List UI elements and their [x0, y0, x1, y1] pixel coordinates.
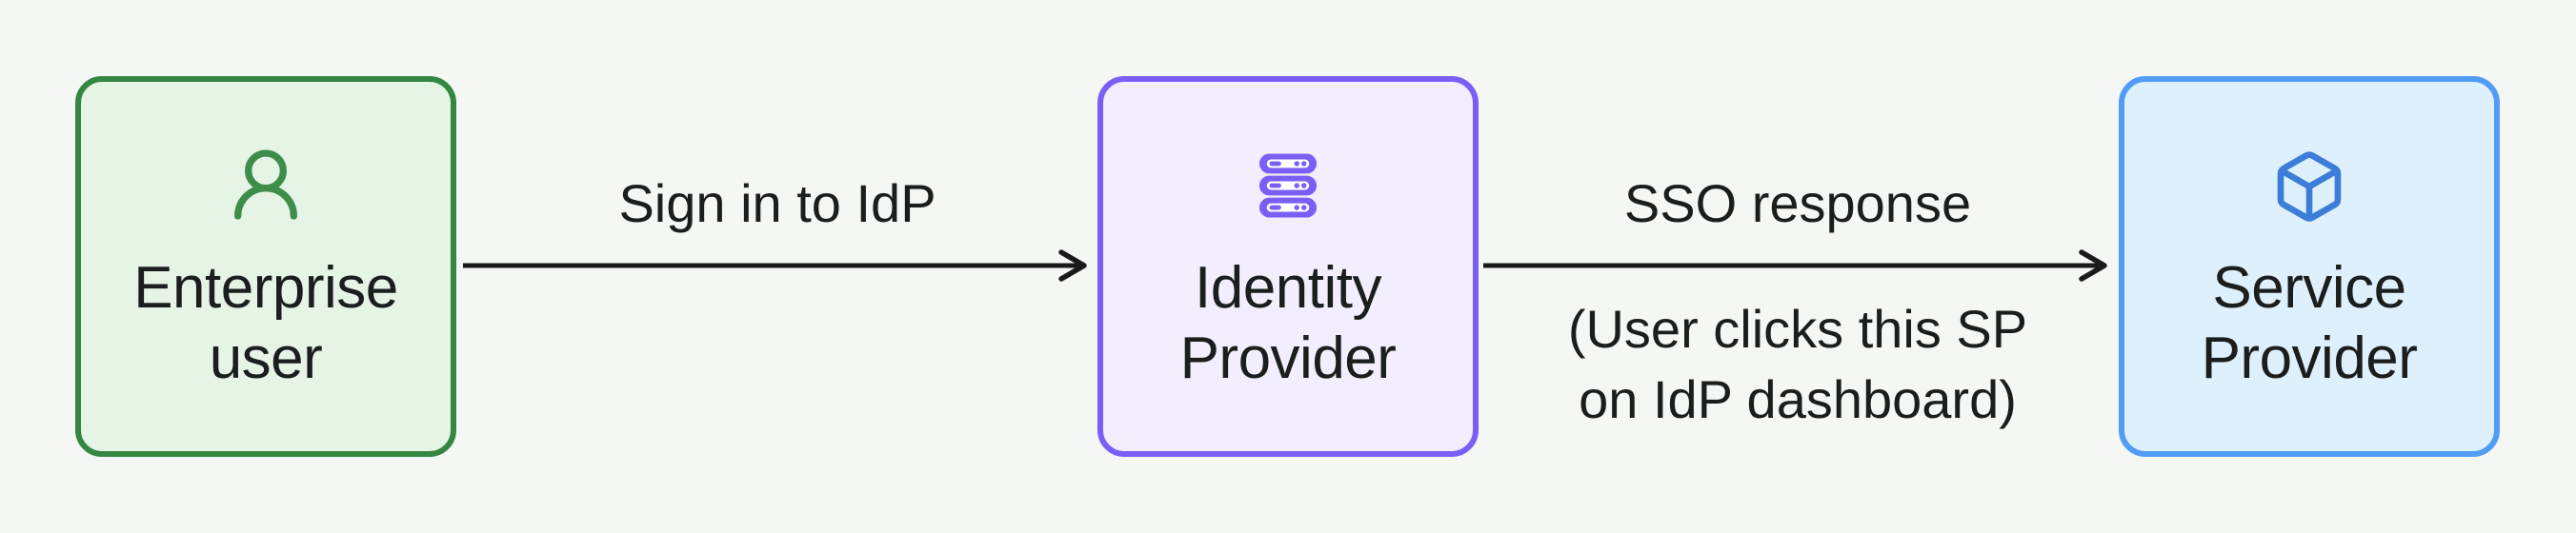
node-identity-provider: Identity Provider — [1097, 76, 1479, 457]
node-service-provider: Service Provider — [2119, 76, 2500, 457]
edge-sublabel-user-clicks-sp: (User clicks this SP on IdP dashboard) — [1567, 299, 2028, 429]
edge-label-sso-response: SSO response — [1623, 173, 1972, 233]
edge-label-sign-in-to-idp: Sign in to IdP — [618, 173, 936, 233]
user-icon — [234, 149, 297, 220]
node-label-enterprise-user: Enterprise user — [133, 255, 398, 391]
server-icon — [1258, 153, 1318, 218]
cube-icon — [2277, 151, 2342, 222]
arrow-sign-in-to-idp — [463, 249, 1087, 282]
arrow-sso-response — [1483, 249, 2107, 282]
node-label-identity-provider: Identity Provider — [1179, 255, 1397, 391]
node-enterprise-user: Enterprise user — [75, 76, 456, 457]
node-label-service-provider: Service Provider — [2201, 255, 2418, 391]
